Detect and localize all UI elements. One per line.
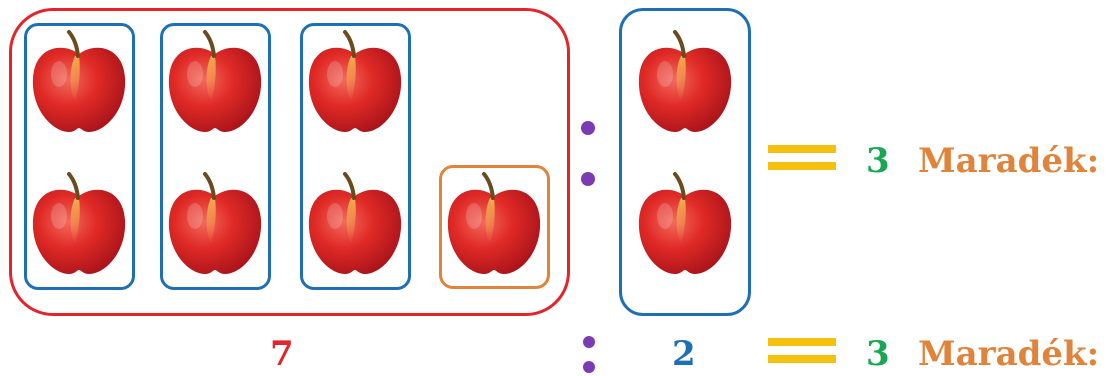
quotient-number: 3 (866, 334, 890, 374)
apple-icon (635, 170, 735, 280)
pair-group-2 (160, 23, 271, 290)
dividend-number: 7 (270, 334, 294, 374)
quotient-picture: 3 (866, 141, 890, 181)
remainder-group (439, 165, 550, 289)
divisor-number: 2 (672, 334, 696, 374)
apple-icon (444, 170, 544, 280)
equals-icon (768, 145, 836, 170)
divide-dot-top (581, 121, 595, 135)
dividend-group (9, 8, 570, 316)
apple-icon (305, 28, 405, 138)
remainder-number: Maradék: 1 (918, 334, 1114, 374)
apple-icon (29, 28, 129, 138)
apple-icon (29, 170, 129, 280)
apple-icon (635, 28, 735, 138)
divide-dot-bottom (581, 172, 595, 186)
divisor-group (619, 8, 751, 316)
apple-icon (305, 170, 405, 280)
remainder-picture: Maradék: 1 (918, 141, 1114, 181)
equals-icon (768, 338, 836, 363)
apple-icon (165, 28, 265, 138)
pair-group-3 (300, 23, 411, 290)
apple-icon (165, 170, 265, 280)
divide-dot-top (583, 336, 595, 348)
divide-dot-bottom (583, 361, 595, 373)
pair-group-1 (24, 23, 135, 290)
